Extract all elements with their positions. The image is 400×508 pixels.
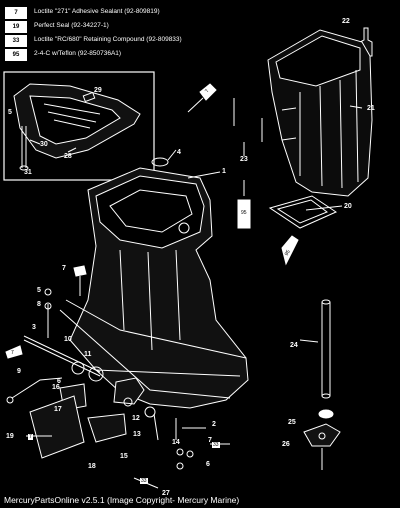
callout-18[interactable]: 18 bbox=[88, 463, 96, 470]
part-20-gasket bbox=[268, 195, 338, 229]
callout-27[interactable]: 27 bbox=[162, 490, 170, 497]
part-12-trim-tab bbox=[113, 377, 145, 405]
legend-code: 7 bbox=[5, 7, 27, 19]
callout-19[interactable]: 19 bbox=[6, 433, 14, 440]
legend-text: 2-4-C w/Teflon (92-850736A1) bbox=[34, 50, 122, 57]
callout-12[interactable]: 12 bbox=[132, 415, 140, 422]
part-29-plug bbox=[82, 91, 96, 103]
legend-text: Perfect Seal (92-34227-1) bbox=[34, 22, 109, 29]
callout-13[interactable]: 13 bbox=[133, 431, 141, 438]
callout-25[interactable]: 25 bbox=[288, 419, 296, 426]
tube-label: 33 bbox=[212, 442, 220, 448]
callout-15[interactable]: 15 bbox=[120, 453, 128, 460]
legend-code: 33 bbox=[5, 35, 27, 47]
callout-7[interactable]: 7 bbox=[62, 265, 66, 272]
legend-code: 19 bbox=[5, 21, 27, 33]
tube-label: 7 bbox=[28, 434, 33, 440]
callout-29[interactable]: 29 bbox=[94, 87, 102, 94]
part-11-washer bbox=[88, 366, 104, 382]
legend-row: 7 Loctite "271" Adhesive Sealant (92-809… bbox=[4, 6, 210, 19]
part-26-bracket bbox=[303, 423, 341, 447]
callout-7[interactable]: 7 bbox=[208, 437, 212, 444]
callout-8[interactable]: 8 bbox=[37, 301, 41, 308]
callout-21[interactable]: 21 bbox=[367, 105, 375, 112]
callout-23[interactable]: 23 bbox=[240, 156, 248, 163]
callout-9[interactable]: 9 bbox=[17, 368, 21, 375]
legend-row: 33 Loctite "RC/680" Retaining Compound (… bbox=[4, 34, 210, 47]
callout-4[interactable]: 4 bbox=[177, 149, 181, 156]
tube-label: 95 bbox=[240, 210, 248, 216]
part-24-tube-top bbox=[321, 299, 331, 305]
callout-11[interactable]: 11 bbox=[84, 351, 92, 358]
callout-22[interactable]: 22 bbox=[342, 18, 350, 25]
callout-2[interactable]: 2 bbox=[212, 421, 216, 428]
callout-16[interactable]: 16 bbox=[52, 384, 60, 391]
callout-1[interactable]: 1 bbox=[222, 168, 226, 175]
part-9-cable bbox=[11, 377, 63, 399]
copyright-footer: MercuryPartsOnline v2.5.1 (Image Copyrig… bbox=[4, 495, 240, 505]
callout-30[interactable]: 30 bbox=[40, 141, 48, 148]
callout-5[interactable]: 5 bbox=[37, 287, 41, 294]
legend-text: Loctite "RC/680" Retaining Compound (92-… bbox=[34, 36, 182, 43]
callout-3[interactable]: 3 bbox=[32, 324, 36, 331]
part-13-rod bbox=[153, 413, 159, 441]
part-18-anode bbox=[29, 395, 85, 459]
callout-26[interactable]: 26 bbox=[282, 441, 290, 448]
part-15-clip bbox=[87, 413, 127, 443]
legend: 7 Loctite "271" Adhesive Sealant (92-809… bbox=[4, 6, 210, 64]
callout-5[interactable]: 5 bbox=[8, 109, 12, 116]
legend-text: Loctite "271" Adhesive Sealant (92-80981… bbox=[34, 8, 160, 15]
tube-label: 7 bbox=[10, 350, 15, 356]
callout-31[interactable]: 31 bbox=[24, 169, 32, 176]
legend-row: 95 2-4-C w/Teflon (92-850736A1) bbox=[4, 48, 210, 61]
part-25-grommet bbox=[318, 409, 334, 419]
callout-6[interactable]: 6 bbox=[57, 378, 61, 385]
callout-14[interactable]: 14 bbox=[172, 439, 180, 446]
callout-10[interactable]: 10 bbox=[64, 336, 72, 343]
tube-label: 33 bbox=[140, 478, 148, 484]
legend-row: 19 Perfect Seal (92-34227-1) bbox=[4, 20, 210, 33]
callout-20[interactable]: 20 bbox=[344, 203, 352, 210]
inset-box bbox=[3, 71, 155, 181]
callout-6[interactable]: 6 bbox=[206, 461, 210, 468]
part-10-washer bbox=[71, 361, 85, 375]
legend-code: 95 bbox=[5, 49, 27, 61]
callout-24[interactable]: 24 bbox=[290, 342, 298, 349]
part-7-plug bbox=[73, 265, 87, 277]
callout-28[interactable]: 28 bbox=[64, 153, 72, 160]
callout-17[interactable]: 17 bbox=[54, 406, 62, 413]
